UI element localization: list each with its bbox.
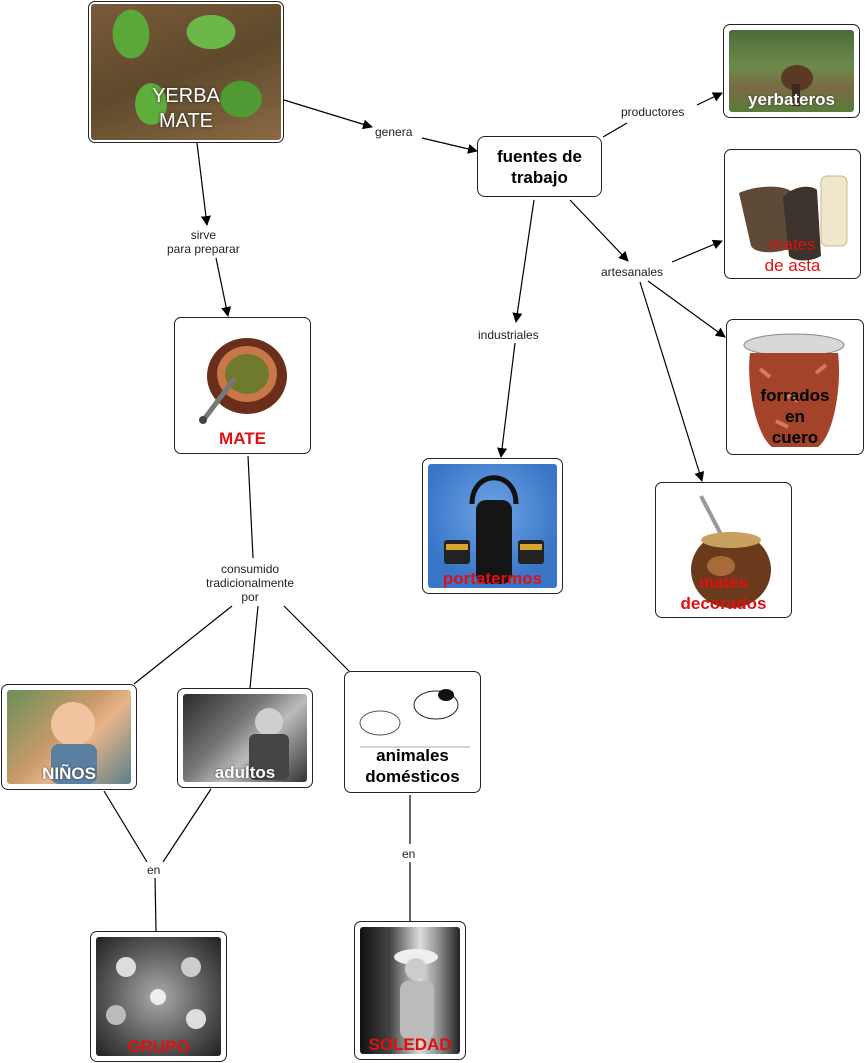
mates-decorados-image [691,495,771,608]
ninos-image [7,690,131,784]
node-mates-asta-label: mates de asta [764,235,821,275]
node-animales-domesticos[interactable]: animales domésticos [344,671,481,793]
soledad-image [360,927,460,1054]
node-yerba-mate-label: YERBA MATE [152,85,220,132]
link-line [647,280,726,338]
yerba-plant-image [91,4,281,140]
mate-cup-image [199,338,287,424]
link-line [247,455,254,559]
node-soledad-label: SOLEDAD [368,1035,452,1054]
link-line [154,875,157,932]
link-line [671,239,723,263]
link-line [639,281,705,482]
node-forrados-label: forrados en cuero [760,386,830,447]
node-fuentes-label: fuentes de trabajo [496,147,583,187]
node-portatermos[interactable]: portatermos [422,458,563,594]
link-line [215,257,232,317]
node-yerba-mate[interactable]: YERBA MATE [88,1,284,143]
link-line [497,342,516,458]
node-grupo-label: GRUPO [127,1037,190,1056]
link-line [103,790,148,863]
link-label-en-soledad: en [400,846,418,862]
link-line [696,92,723,106]
portatermos-image [428,464,557,588]
node-adultos[interactable]: adultos [177,688,313,788]
node-mates-de-asta[interactable]: mates de asta [724,149,861,279]
link-line [283,99,373,130]
node-portatermos-label: portatermos [442,569,543,588]
node-yerbateros-label: yerbateros [748,90,835,109]
node-mate[interactable]: MATE [174,317,311,454]
link-label-industriales: industriales [476,327,541,343]
forrados-image [743,333,845,447]
node-forrados-en-cuero[interactable]: forrados en cuero [726,319,864,455]
link-label-genera: genera [373,124,415,140]
link-label-consumido: consumido tradicionalmente por [204,561,297,605]
link-line [196,142,211,226]
node-mates-decorados[interactable]: mates decorados [655,482,792,618]
link-label-artesanales: artesanales [599,264,666,280]
node-ninos[interactable]: NIÑOS [1,684,137,790]
node-soledad[interactable]: SOLEDAD [354,921,466,1060]
link-label-sirve: sirve para preparar [165,227,242,257]
link-line [512,199,535,323]
node-adultos-label: adultos [214,763,276,782]
node-ninos-label: NIÑOS [42,764,96,783]
link-line [133,605,233,685]
node-grupo[interactable]: GRUPO [90,931,227,1062]
link-label-en-grupo: en [145,862,163,878]
link-line [249,605,259,689]
node-animales-label: animales domésticos [365,746,460,786]
node-mates-decorados-label: mates decorados [680,573,767,613]
link-line [421,137,478,154]
animales-drawing [359,689,470,748]
link-label-productores: productores [619,104,687,120]
mates-asta-image [739,175,848,261]
grupo-image [96,937,221,1056]
link-line [283,605,350,672]
link-line [162,788,212,863]
yerbateros-image [729,30,854,112]
node-mate-label: MATE [219,429,266,448]
node-yerbateros[interactable]: yerbateros [723,24,860,118]
adultos-image [183,694,307,782]
node-fuentes-de-trabajo[interactable]: fuentes de trabajo [477,136,602,197]
link-line [602,122,628,138]
link-line [569,199,629,262]
